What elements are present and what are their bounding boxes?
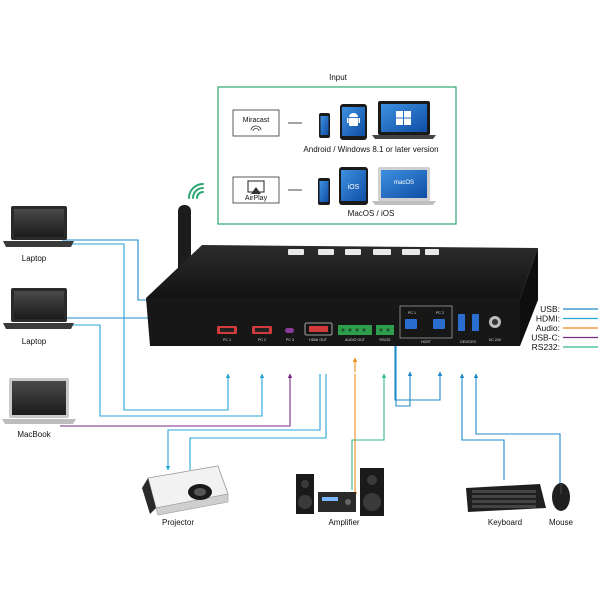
android-caption: Android / Windows 8.1 or later version	[303, 145, 438, 154]
laptop-1-label: Laptop	[22, 254, 47, 263]
cable-hdmi-out-2	[189, 374, 327, 470]
cable-laptop1-hdmi	[62, 243, 231, 411]
cable-mouse	[473, 373, 561, 484]
cable-keyboard	[459, 373, 505, 480]
macbook: MacBook	[2, 378, 76, 439]
port-label: PC 2	[436, 311, 444, 315]
projector-label: Projector	[162, 518, 194, 527]
legend-label: USB-C:	[531, 333, 560, 343]
port-label: HDMI OUT	[309, 338, 328, 342]
hdmi-out-port: HDMI OUT	[304, 322, 333, 342]
airplay-icon: AirPlay	[232, 176, 280, 204]
keyboard-label: Keyboard	[488, 518, 522, 527]
mac-caption: MacOS / iOS	[348, 209, 395, 218]
laptop-1: Laptop	[3, 206, 74, 263]
ios-screen-text: iOS	[348, 184, 360, 191]
device-front	[146, 298, 520, 346]
windows-icon	[396, 111, 411, 125]
port-label: RS232	[380, 338, 391, 342]
cable-legend: USB:HDMI:Audio:USB-C:RS232:	[531, 304, 598, 352]
projector: Projector	[142, 465, 229, 527]
legend-label: RS232:	[532, 342, 560, 352]
device-usb-ports: DEVICES	[458, 314, 479, 344]
usbc-port-pc3: PC 3	[285, 328, 294, 342]
port-label: PC 1	[408, 311, 416, 315]
port-label: AUDIO OUT	[345, 338, 366, 342]
input-panel-title: Input	[329, 73, 348, 82]
android-icon	[347, 113, 360, 126]
macbook-label: MacBook	[17, 430, 51, 439]
mouse: Mouse	[549, 483, 574, 527]
ipad: iOS	[339, 167, 368, 205]
cable-laptop2-hdmi	[62, 324, 265, 417]
hdmi-port-pc1: PC 1	[217, 326, 237, 342]
port-label: PC 3	[286, 338, 294, 342]
macos-icon: macOS	[394, 180, 414, 186]
airplay-label: AirPlay	[245, 195, 268, 202]
wifi-icon	[188, 183, 204, 199]
android-tablet	[340, 104, 367, 140]
port-label: HOST	[421, 340, 432, 344]
keyboard: Keyboard	[466, 484, 546, 527]
presentation-switcher: PC 1 PC 2 PC 3 HDMI OUT AUDIO OUT	[146, 205, 538, 346]
audio-out-terminal: AUDIO OUT	[338, 325, 372, 342]
legend-label: HDMI:	[536, 314, 560, 324]
device-top	[146, 245, 538, 298]
legend-label: Audio:	[536, 323, 560, 333]
mac-laptop: macOS	[372, 167, 436, 205]
input-panel: Input Miracast	[217, 73, 457, 225]
cable-hdmi-out	[165, 374, 321, 471]
cable-macbook-usbc	[60, 373, 293, 427]
laptop-2-label: Laptop	[22, 337, 47, 346]
rs232-terminal: RS232	[376, 325, 394, 342]
amplifier-label: Amplifier	[328, 518, 359, 527]
host-usb-ports: PC 1 PC 2 HOST	[399, 305, 453, 344]
miracast-label: Miracast	[243, 117, 270, 124]
mouse-label: Mouse	[549, 518, 574, 527]
device-side	[520, 248, 538, 346]
iphone	[318, 178, 330, 205]
amplifier: Amplifier	[296, 468, 384, 527]
windows-laptop	[372, 101, 436, 139]
hdmi-port-pc2: PC 2	[252, 326, 272, 342]
port-label: PC 2	[258, 338, 266, 342]
miracast-icon: Miracast	[232, 109, 280, 137]
cable-rs232	[351, 373, 387, 490]
top-labels	[288, 249, 439, 255]
dc-power-jack: DC 24V	[489, 316, 502, 342]
legend-label: USB:	[540, 304, 560, 314]
laptop-2: Laptop	[3, 288, 74, 346]
port-label: PC 1	[223, 338, 231, 342]
android-phone	[319, 113, 330, 138]
port-label: DC 24V	[489, 338, 502, 342]
port-label: DEVICES	[460, 340, 476, 344]
